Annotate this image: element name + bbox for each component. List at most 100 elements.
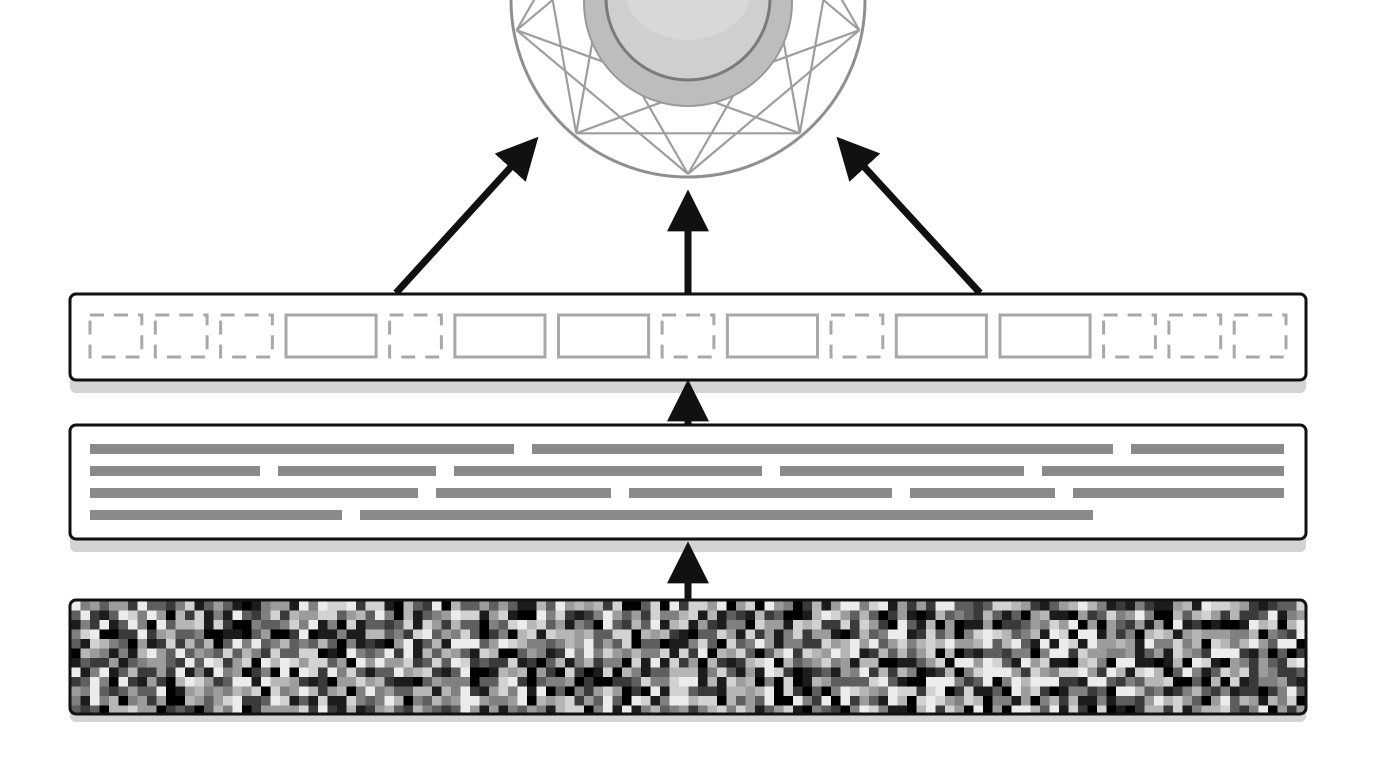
noise-pixel: [992, 667, 1003, 678]
noise-pixel: [983, 629, 993, 640]
noise-pixel: [194, 667, 205, 678]
noise-pixel: [1068, 696, 1079, 706]
noise-pixel: [764, 696, 775, 706]
noise-pixel: [821, 658, 832, 668]
noise-pixel: [242, 658, 252, 668]
noise-pixel: [251, 648, 262, 659]
noise-pixel: [1182, 658, 1193, 668]
noise-pixel: [479, 677, 490, 687]
noise-pixel: [821, 696, 832, 706]
noise-pixel: [346, 610, 357, 621]
noise-pixel: [489, 658, 499, 668]
noise-pixel: [869, 658, 879, 668]
noise-pixel: [821, 610, 832, 621]
noise-pixel: [1268, 667, 1278, 678]
noise-pixel: [1021, 658, 1031, 668]
noise-pixel: [1078, 629, 1088, 640]
noise-pixel: [517, 639, 528, 649]
noise-pixel: [1249, 696, 1259, 706]
noise-pixel: [479, 648, 490, 659]
noise-pixel: [318, 667, 328, 678]
noise-pixel: [118, 667, 129, 678]
noise-pixel: [1211, 696, 1221, 706]
noise-pixel: [432, 639, 442, 649]
noise-pixel: [1125, 601, 1136, 611]
noise-pixel: [555, 705, 566, 713]
noise-pixel: [869, 639, 879, 649]
noise-pixel: [945, 696, 955, 706]
noise-pixel: [954, 686, 965, 697]
noise-pixel: [422, 677, 433, 687]
noise-pixel: [1230, 648, 1240, 659]
noise-pixel: [498, 658, 509, 668]
noise-pixel: [1087, 677, 1098, 687]
noise-pixel: [641, 601, 651, 611]
noise-pixel: [1059, 610, 1069, 621]
noise-pixel: [194, 696, 205, 706]
noise-pixel: [622, 696, 632, 706]
noise-pixel: [337, 601, 347, 611]
noise-pixel: [983, 648, 993, 659]
noise-pixel: [593, 639, 604, 649]
noise-pixel: [869, 629, 879, 640]
noise-pixel: [593, 677, 604, 687]
noise-pixel: [109, 629, 119, 640]
noise-pixel: [441, 601, 452, 611]
noise-pixel: [983, 601, 993, 611]
noise-pixel: [1049, 696, 1060, 706]
noise-pixel: [641, 658, 651, 668]
noise-pixel: [327, 696, 338, 706]
noise-pixel: [147, 705, 157, 713]
noise-pixel: [1097, 601, 1107, 611]
noise-pixel: [242, 639, 252, 649]
noise-pixel: [508, 667, 518, 678]
mesh-line: [515, 29, 689, 175]
noise-pixel: [175, 696, 186, 706]
noise-pixel: [508, 686, 518, 697]
noise-pixel: [327, 705, 338, 713]
noise-pixel: [289, 610, 300, 621]
noise-pixel: [479, 629, 490, 640]
noise-pixel: [1268, 610, 1278, 621]
noise-pixel: [1030, 648, 1041, 659]
noise-pixel: [1268, 648, 1278, 659]
noise-pixel: [859, 686, 870, 697]
noise-pixel: [726, 648, 737, 659]
noise-pixel: [593, 696, 604, 706]
noise-pixel: [242, 705, 252, 713]
noise-pixel: [612, 601, 623, 611]
noise-pixel: [1011, 639, 1022, 649]
noise-pixel: [1258, 601, 1269, 611]
noise-pixel: [270, 658, 281, 668]
noise-pixel: [99, 629, 110, 640]
noise-pixel: [1230, 620, 1240, 630]
noise-pixel: [669, 610, 680, 621]
noise-pixel: [555, 610, 566, 621]
text-line-segment: [278, 466, 436, 476]
noise-pixel: [802, 629, 813, 640]
noise-pixel: [280, 639, 290, 649]
noise-pixel: [99, 696, 110, 706]
token-dashed: [388, 313, 443, 359]
noise-pixel: [337, 677, 347, 687]
noise-pixel: [774, 705, 784, 713]
noise-pixel: [1258, 648, 1269, 659]
noise-pixel: [593, 705, 604, 713]
noise-pixel: [147, 648, 157, 659]
noise-pixel: [489, 686, 499, 697]
noise-pixel: [527, 639, 537, 649]
noise-pixel: [327, 620, 338, 630]
noise-pixel: [650, 629, 661, 640]
noise-pixel: [603, 658, 613, 668]
noise-pixel: [251, 658, 262, 668]
noise-pixel: [1040, 677, 1050, 687]
noise-pixel: [897, 629, 908, 640]
noise-pixel: [213, 639, 224, 649]
noise-pixel: [945, 686, 955, 697]
noise-pixel: [289, 677, 300, 687]
noise-pixel: [1135, 639, 1145, 649]
token-solid: [453, 313, 547, 359]
noise-pixel: [1173, 610, 1183, 621]
noise-pixel: [764, 658, 775, 668]
noise-pixel: [679, 648, 689, 659]
